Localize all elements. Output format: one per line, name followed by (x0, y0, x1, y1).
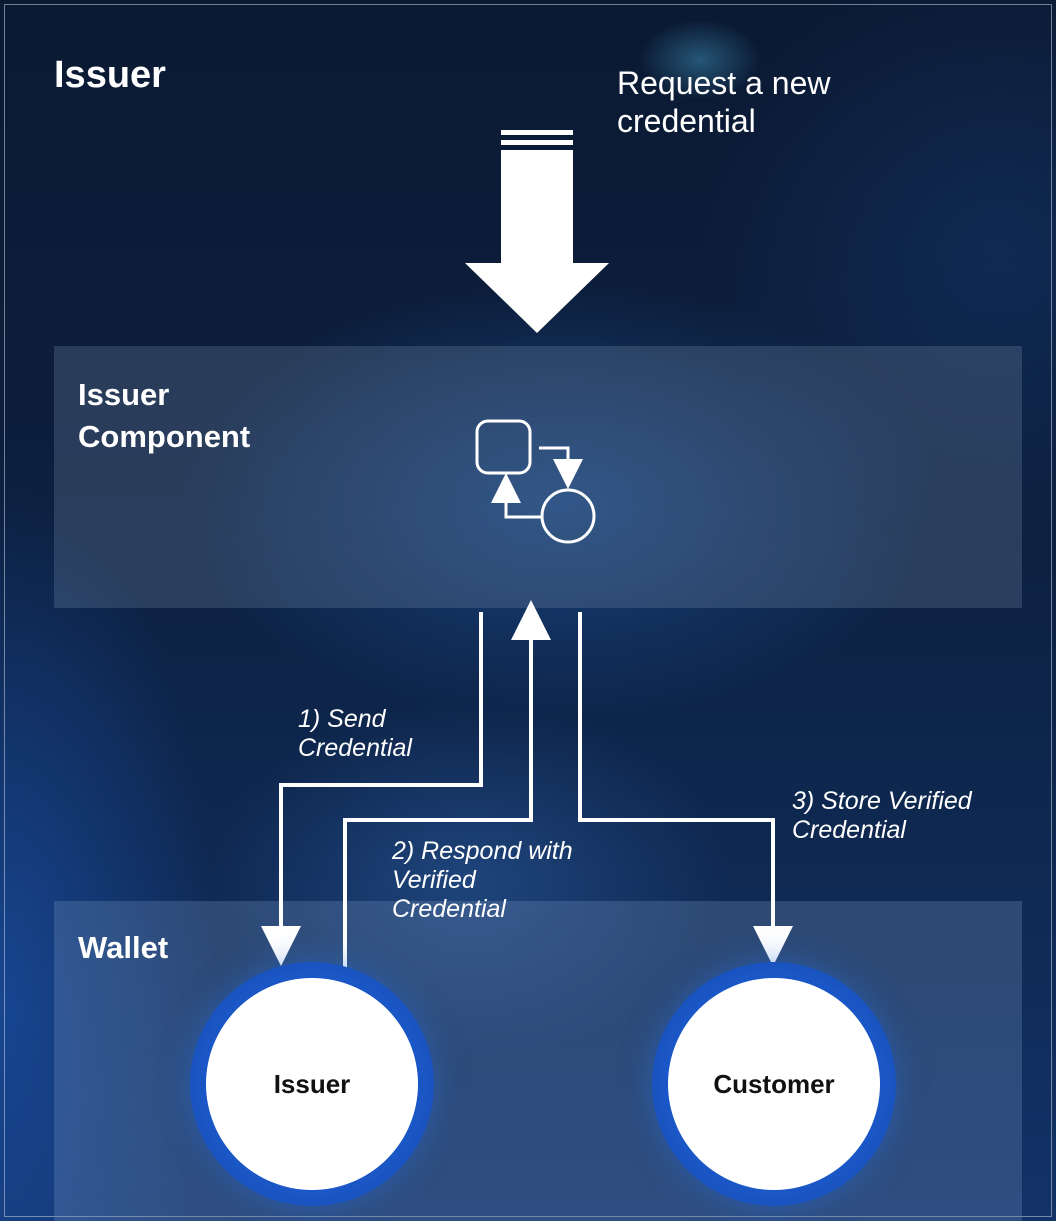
step-store-credential: 3) Store Verified Credential (792, 787, 972, 844)
request-arrow (465, 130, 609, 333)
wallet-title: Wallet (78, 930, 169, 965)
customer-node-label: Customer (713, 1068, 835, 1099)
request-credential-label: Request a new credential (617, 65, 831, 139)
workflow-icon (475, 419, 596, 544)
issuer-node-label: Issuer (273, 1068, 351, 1099)
step-respond-credential: 2) Respond with Verified Credential (392, 837, 573, 923)
send-credential-connector (261, 612, 483, 966)
issuer-component-panel (54, 346, 1022, 608)
store-credential-connector (578, 612, 793, 966)
page-title: Issuer (54, 54, 166, 96)
diagram-frame (4, 4, 1052, 1217)
issuer-component-title: Issuer Component (78, 377, 251, 454)
respond-connector (343, 600, 551, 970)
issuer-node: Issuer (206, 978, 418, 1190)
step-send-credential: 1) Send Credential (298, 705, 412, 762)
customer-node: Customer (668, 978, 880, 1190)
